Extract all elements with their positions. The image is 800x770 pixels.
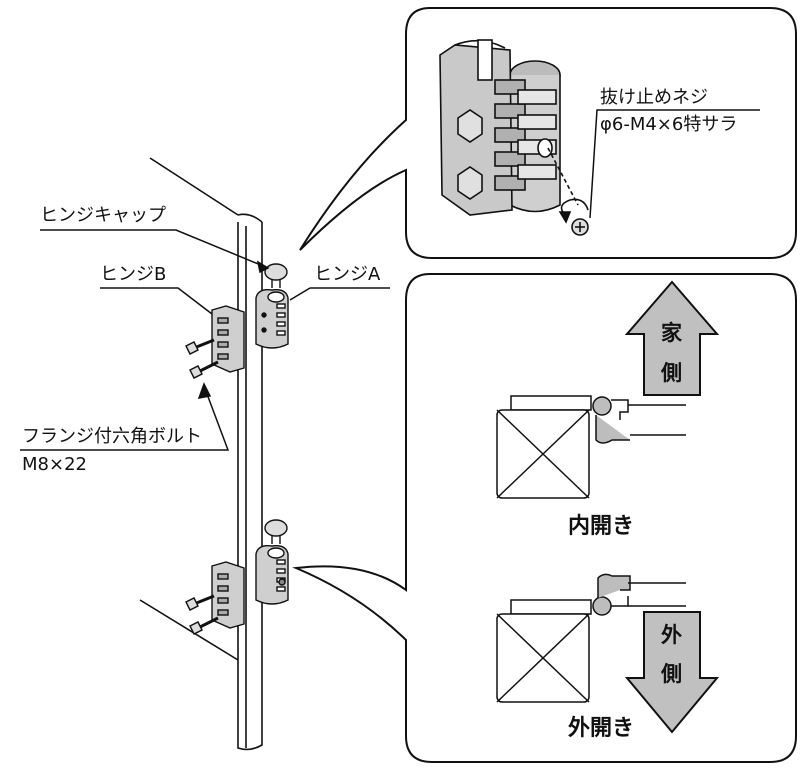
- outward-opening-label: 外開き: [568, 716, 635, 741]
- hinge-closeup: [439, 39, 589, 236]
- flange-bolt-label: フランジ付六角ボルト: [22, 426, 202, 447]
- up-arrow-icon: [624, 280, 720, 396]
- leader-lines: [20, 229, 390, 451]
- hinge-b-upper: [185, 305, 245, 379]
- hinge-cap-lower: [264, 519, 288, 544]
- hinge-cap-upper: [264, 263, 288, 288]
- hinge-b-label: ヒンジB: [100, 264, 167, 285]
- stop-screw-label: 抜け止めネジ: [600, 87, 708, 108]
- inward-opening-label: 内開き: [568, 514, 635, 539]
- hinge-a-lower: [255, 544, 289, 605]
- bolt-head-icon: [457, 109, 483, 143]
- flange-bolt-size-label: M8×22: [22, 454, 87, 475]
- hinge-a-upper: [255, 288, 289, 349]
- screw-leader-line: [589, 109, 760, 219]
- hinge-cap-label: ヒンジキャップ: [40, 205, 166, 226]
- up-arrow-char-1: 家: [661, 321, 682, 345]
- rotation-arrow-icon: [560, 198, 589, 216]
- outward-opening-schematic: [496, 573, 686, 703]
- hinge-a-label: ヒンジA: [314, 264, 381, 285]
- stop-screw-spec-label: φ6-M4×6特サラ: [600, 114, 738, 135]
- down-arrow-char-2: 側: [661, 662, 682, 686]
- inward-opening-schematic: [496, 395, 686, 499]
- door-panel: [139, 157, 263, 751]
- bolt-head-icon: [457, 166, 483, 200]
- hinge-b-lower: [185, 561, 245, 635]
- down-arrow-icon: [624, 611, 720, 734]
- up-arrow-char-2: 側: [661, 361, 682, 385]
- down-arrow-char-1: 外: [661, 623, 682, 647]
